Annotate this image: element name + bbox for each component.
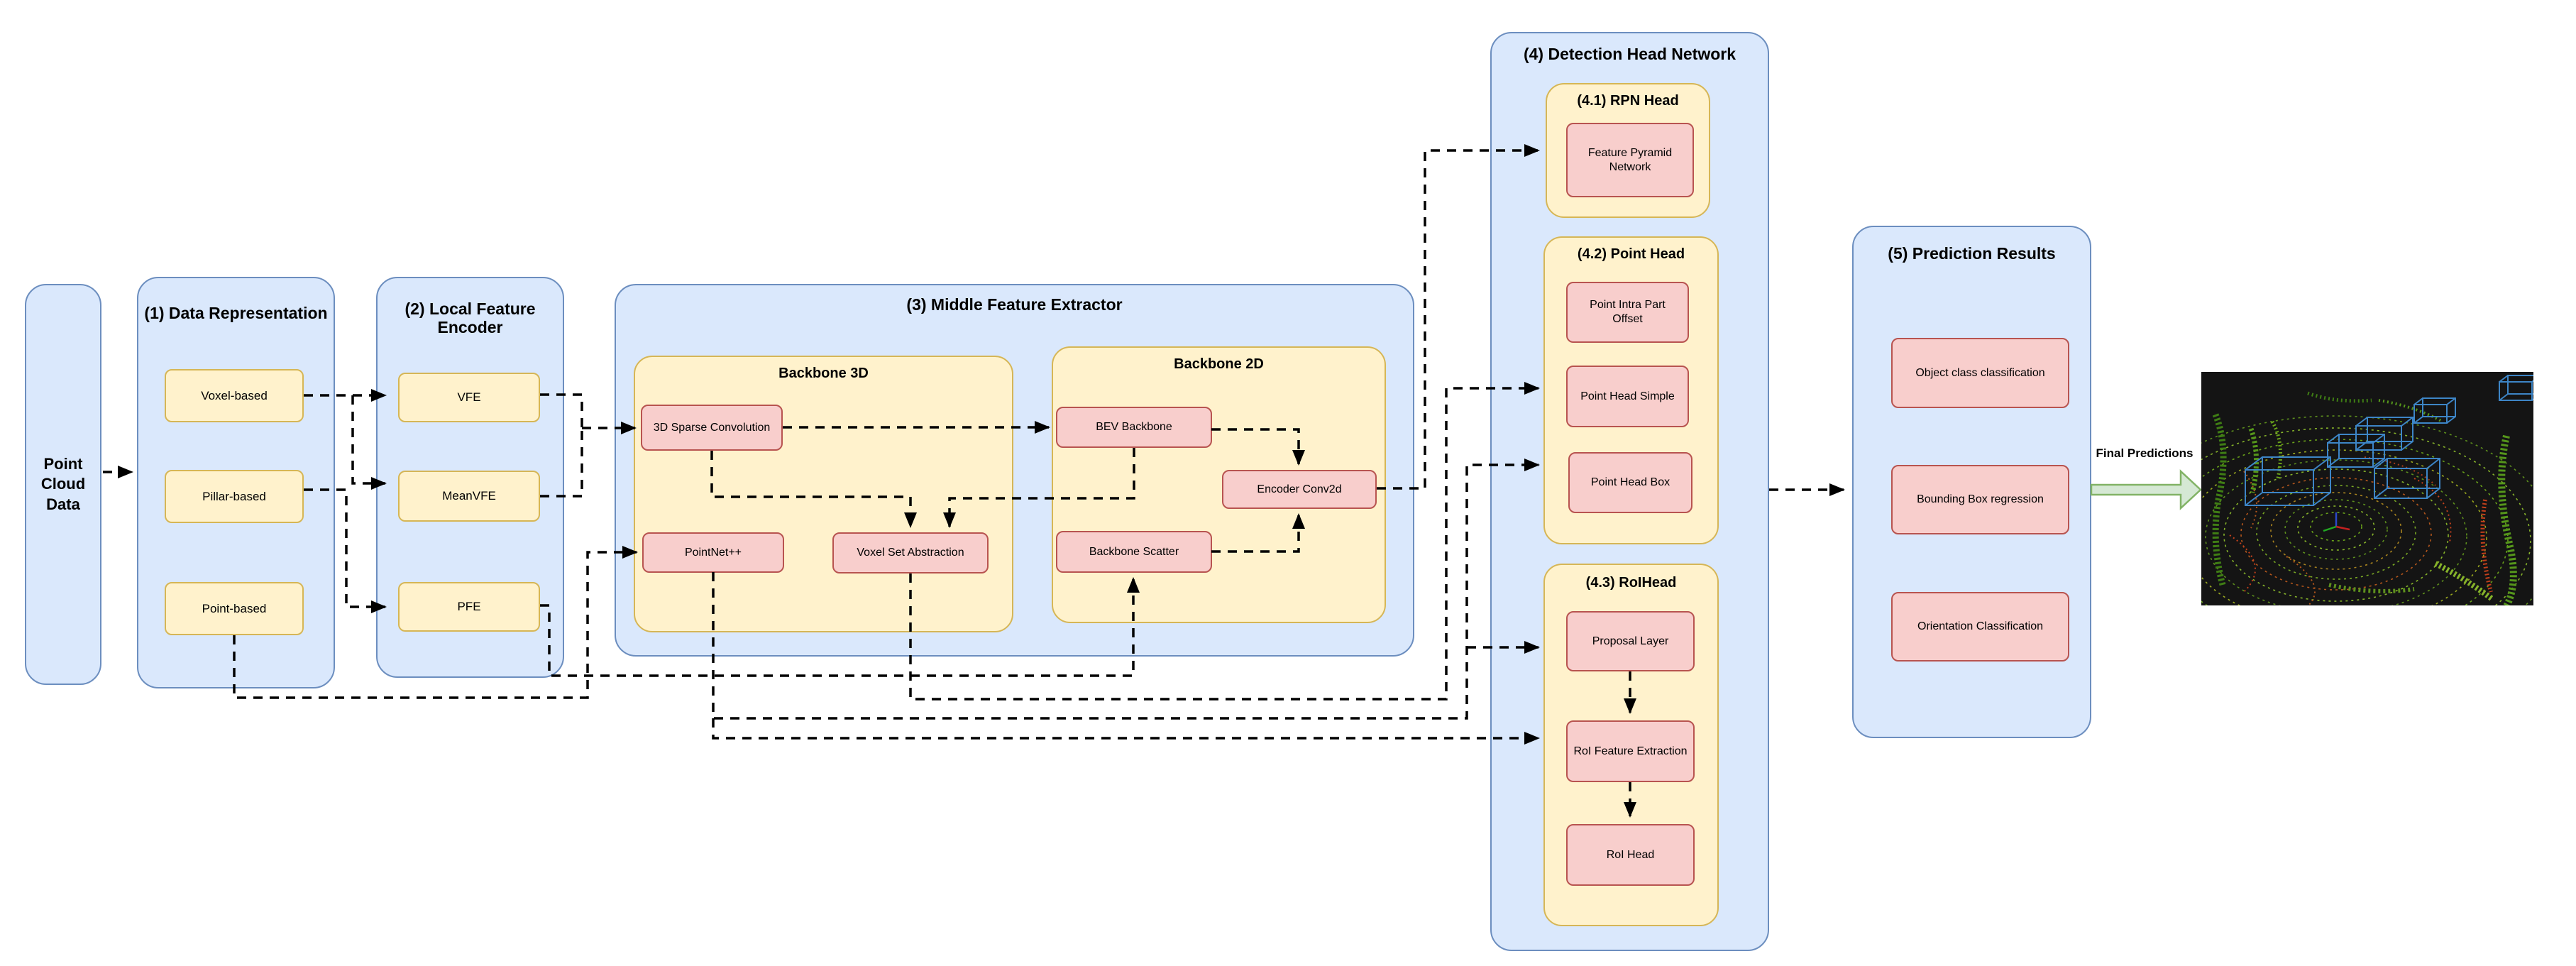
edge-bev-to-vsa — [943, 448, 1135, 528]
bounding-box — [2245, 456, 2331, 506]
edge-vsa-to-point-head-simple — [909, 382, 1540, 701]
bounding-box — [2413, 397, 2456, 424]
node-point-cloud-data: Point Cloud Data — [25, 284, 101, 685]
node-orientation-classification: Orientation Classification — [1891, 592, 2069, 662]
edge-bev-to-encoder — [1211, 428, 1305, 466]
node-object-class-classification: Object class classification — [1891, 338, 2069, 408]
stage-3-title: (3) Middle Feature Extractor — [906, 295, 1123, 314]
stage-5-title: (5) Prediction Results — [1888, 244, 2056, 263]
backbone-3d-title: Backbone 3D — [778, 366, 869, 381]
node-roi-head: RoI Head — [1566, 824, 1695, 886]
node-meanvfe: MeanVFE — [398, 471, 540, 522]
bounding-box — [2327, 434, 2385, 468]
edge-pointnet-to-roi-feature-extraction — [712, 718, 1540, 745]
node-feature-pyramid-network: Feature Pyramid Network — [1566, 123, 1694, 197]
node-3d-sparse-convolution: 3D Sparse Convolution — [641, 405, 783, 451]
node-pillar-based: Pillar-based — [165, 470, 304, 523]
node-point-head-box: Point Head Box — [1568, 452, 1692, 513]
edge-sparse-to-vsa — [710, 451, 917, 528]
node-backbone-scatter: Backbone Scatter — [1056, 531, 1212, 573]
node-point-head-simple: Point Head Simple — [1566, 366, 1689, 427]
edge-meanvfe-merge — [540, 428, 583, 498]
edge-pillar-to-pfe — [304, 488, 387, 613]
node-vfe: VFE — [398, 373, 540, 422]
node-bounding-box-regression: Bounding Box regression — [1891, 465, 2069, 534]
stage-2-title: (2) Local Feature Encoder — [404, 300, 536, 337]
node-pfe: PFE — [398, 582, 540, 632]
edge-scatter-to-encoder — [1211, 513, 1305, 553]
bounding-box — [2499, 375, 2533, 401]
edge-pointnet-to-point-head-box — [712, 459, 1540, 720]
edge-encoder-to-fpn — [1377, 144, 1540, 490]
node-encoder-conv2d: Encoder Conv2d — [1222, 470, 1377, 509]
node-point-intra-part-offset: Point Intra Part Offset — [1566, 282, 1689, 343]
bounding-box — [2374, 458, 2440, 499]
final-predictions-arrow — [2090, 469, 2202, 510]
point-clusters — [2212, 391, 2517, 605]
bounding-box — [2355, 417, 2413, 451]
final-predictions-label: Final Predictions — [2096, 446, 2194, 460]
roi-head-group-title: (4.3) RoIHead — [1585, 575, 1677, 591]
edge-voxel-to-meanvfe — [351, 395, 387, 490]
node-pointnet-plus-plus: PointNet++ — [642, 532, 784, 573]
edge-point-to-pointnet — [233, 546, 638, 699]
edge-pfe-to-scatter — [540, 577, 1140, 677]
detection-bounding-boxes — [2245, 375, 2533, 506]
lidar-rings — [2201, 415, 2533, 605]
node-roi-feature-extraction: RoI Feature Extraction — [1566, 720, 1695, 782]
point-cloud-data-label: Point Cloud Data — [40, 454, 86, 513]
group-backbone-3d: Backbone 3D — [634, 356, 1013, 632]
node-point-based: Point-based — [165, 582, 304, 635]
node-proposal-layer: Proposal Layer — [1566, 611, 1695, 671]
edge-vfe-merge — [540, 393, 583, 428]
axis-marker — [2323, 512, 2350, 532]
node-bev-backbone: BEV Backbone — [1056, 407, 1212, 448]
stage-4-title: (4) Detection Head Network — [1523, 45, 1736, 63]
node-voxel-based: Voxel-based — [165, 369, 304, 422]
backbone-2d-title: Backbone 2D — [1174, 356, 1264, 372]
point-cloud-visualization — [2201, 372, 2533, 605]
node-voxel-set-abstraction: Voxel Set Abstraction — [832, 532, 989, 573]
stage-1-title: (1) Data Representation — [144, 304, 328, 322]
rpn-head-title: (4.1) RPN Head — [1577, 93, 1679, 109]
point-head-title: (4.2) Point Head — [1577, 246, 1685, 262]
